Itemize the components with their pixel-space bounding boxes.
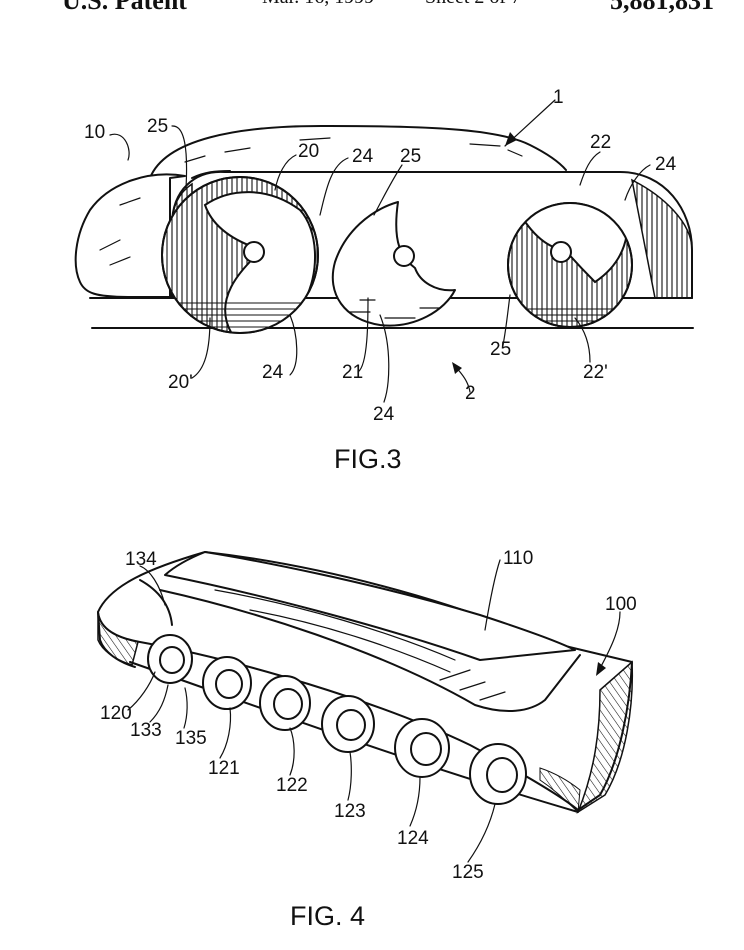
wheel-123 [321,695,375,753]
label-110: 110 [503,548,533,569]
label-120: 120 [100,703,132,724]
label-24: 24 [352,146,374,167]
label-24: 24 [373,404,395,425]
figure-3-caption: FIG.3 [334,444,402,474]
patent-header: U.S. Patent Mar. 16, 1999 Sheet 2 of 7 5… [0,0,744,16]
figure-4-caption: FIG. 4 [290,901,365,931]
label-100: 100 [605,594,637,615]
label-1: 1 [553,87,564,108]
label-24: 24 [655,154,677,175]
label-22-prime: 22' [583,362,608,383]
label-10: 10 [84,122,105,143]
figure-4: 134 110 100 120 133 135 121 122 123 124 … [97,548,637,931]
label-133: 133 [130,720,162,741]
label-25: 25 [147,116,168,137]
wheel-122 [259,675,311,731]
label-20: 20 [298,141,319,162]
sheet-number: Sheet 2 of 7 [425,0,521,9]
label-24: 24 [262,362,284,383]
wheel-120 [147,634,193,684]
patent-date: Mar. 16, 1999 [262,0,374,9]
wheel-21 [331,201,456,327]
patent-title: U.S. Patent [62,0,187,15]
patent-number: 5,881,831 [610,0,714,15]
label-122: 122 [276,775,308,796]
label-22: 22 [590,132,611,153]
label-20-prime: 20' [168,372,193,393]
label-25: 25 [490,339,511,360]
label-124: 124 [397,828,429,849]
label-21: 21 [342,362,363,383]
wheel-20 [161,176,319,334]
label-135: 135 [175,728,207,749]
label-123: 123 [334,801,366,822]
top-panel-110 [164,551,576,661]
label-121: 121 [208,758,240,779]
label-134: 134 [125,549,157,570]
front-bumper [74,173,186,298]
label-25: 25 [400,146,421,167]
wheel-124 [394,718,450,778]
label-2: 2 [465,383,476,404]
label-125: 125 [452,862,484,883]
figure-3: 1 10 25 20 24 25 22 24 20' 24 21 24 2 25… [74,87,694,474]
vehicle-body-top [149,124,567,179]
wheel-125 [469,743,527,805]
wheel-121 [202,656,252,710]
